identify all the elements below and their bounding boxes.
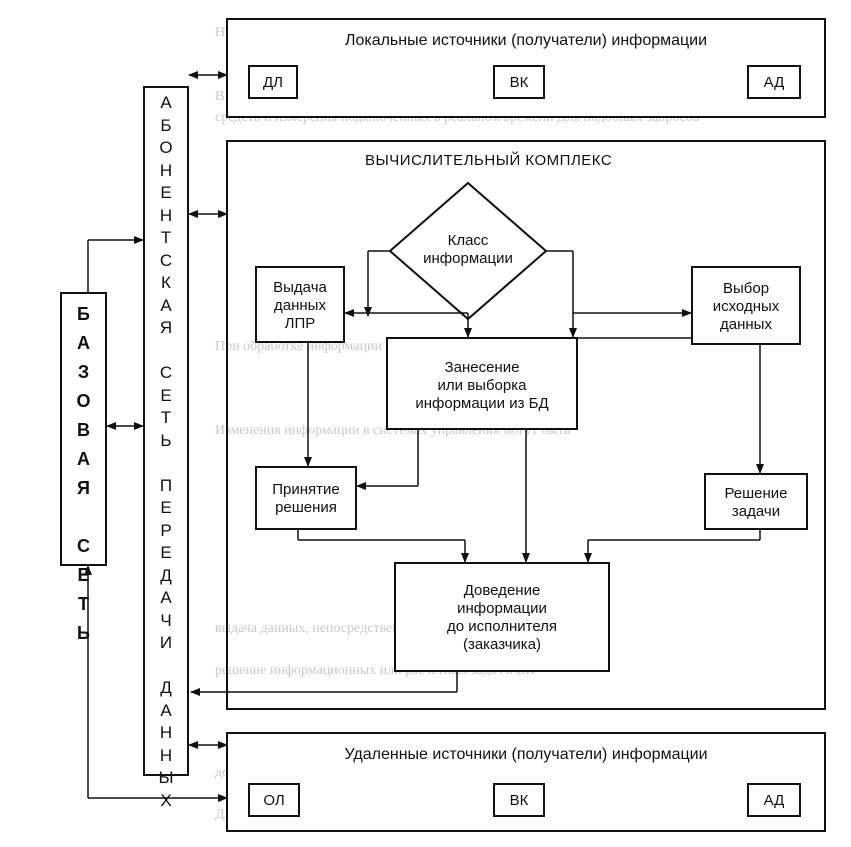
local-sources-title: Локальные источники (получатели) информа… [344,32,708,49]
vertical-letter: О [76,391,91,411]
remote-item-ad: АД [747,783,801,817]
vertical-letter: С [159,363,173,382]
vertical-letter: Д [160,678,172,697]
remote-sources-title: Удаленные источники (получатели) информа… [344,746,708,763]
vertical-letter: Б [77,304,90,324]
vertical-letter: Р [160,520,172,540]
vertical-letter: К [161,273,171,292]
vertical-letter: И [159,633,173,652]
vertical-letter: Е [160,498,172,517]
vertical-letter: Е [160,183,172,202]
vertical-letter: З [77,362,90,382]
vertical-letter: Н [159,745,173,765]
vertical-letter: Т [160,408,172,427]
vertical-letter: Н [159,723,173,742]
remote-item-ol: ОЛ [248,783,300,817]
local-item-ad: АД [747,65,801,99]
computational-complex-panel [226,140,826,710]
vertical-letter: Т [160,228,172,247]
remote-sources-panel: Удаленные источники (получатели) информа… [226,732,826,832]
vertical-letter [164,452,169,475]
local-item-vk: ВК [493,65,545,99]
vertical-letter: Н [159,205,173,225]
vertical-letter: Х [160,790,172,810]
vertical-letter: А [160,295,172,315]
local-item-dl: ДЛ [248,65,298,99]
vertical-letter: А [77,449,90,469]
vertical-letter: Д [160,565,172,585]
vertical-letter [164,655,169,678]
vertical-letter: Ь [160,430,172,450]
vertical-letter: Ч [160,610,172,630]
vertical-letter: Б [160,115,172,135]
vertical-letter: П [159,475,173,495]
vertical-letter: Я [159,318,173,337]
vertical-letter: Н [159,160,173,180]
vertical-letter: С [77,536,90,556]
local-sources-panel: Локальные источники (получатели) информа… [226,18,826,118]
vertical-letter: А [160,588,172,607]
vertical-letter: В [77,420,90,440]
vertical-letter: Я [77,478,90,498]
vertical-letter: Е [77,565,90,585]
vertical-letter: Ь [77,623,90,643]
vertical-letter: А [77,333,90,353]
vertical-letter: Е [160,385,172,405]
vertical-letter [81,503,86,532]
vertical-letter: С [159,250,173,270]
vertical-letter: Е [160,543,172,562]
remote-item-vk: ВК [493,783,545,817]
vertical-letter: Ы [158,768,174,787]
vertical-letter: О [159,138,173,157]
computational-complex-title: ВЫЧИСЛИТЕЛЬНЫЙ КОМПЛЕКС [365,152,613,169]
vertical-letter: А [160,700,172,720]
vertical-letter: А [160,93,172,112]
vertical-letter [164,340,169,363]
vertical-letter: Т [78,594,89,614]
